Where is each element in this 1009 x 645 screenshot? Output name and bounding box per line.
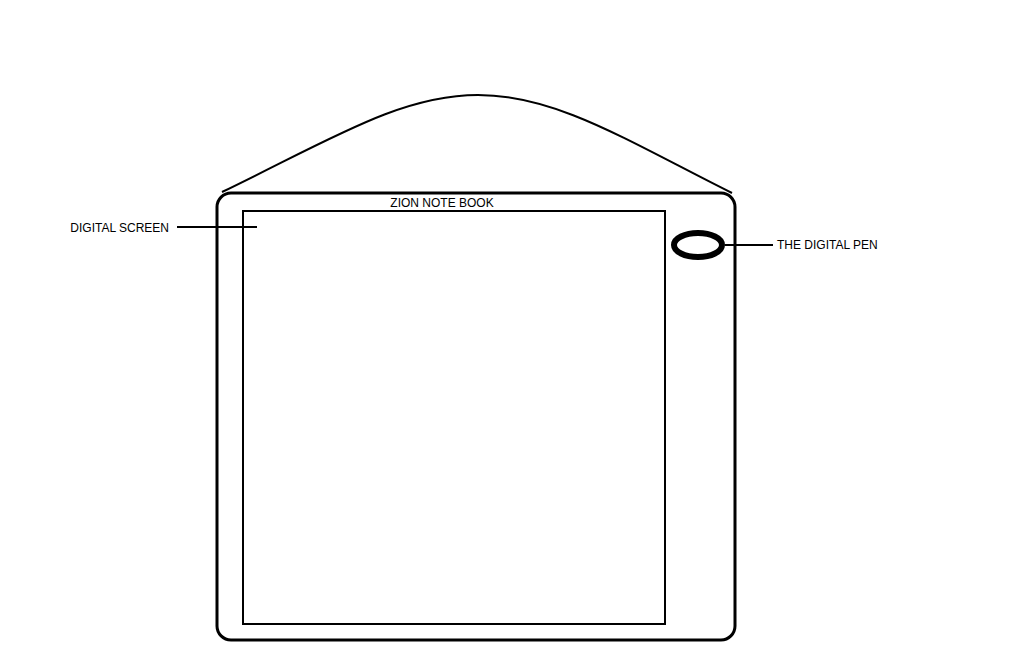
- part-label: THE DIGITAL PEN: [776, 239, 879, 252]
- cover-flap: [222, 95, 732, 193]
- device-housing: [217, 193, 735, 640]
- pen-symbol: [674, 233, 722, 257]
- part-label: DIGITAL SCREEN: [69, 222, 170, 235]
- screen-outline: [243, 211, 665, 624]
- product-title: ZION NOTE BOOK: [389, 197, 494, 210]
- leader-line: [177, 226, 257, 228]
- leader-line: [725, 244, 773, 246]
